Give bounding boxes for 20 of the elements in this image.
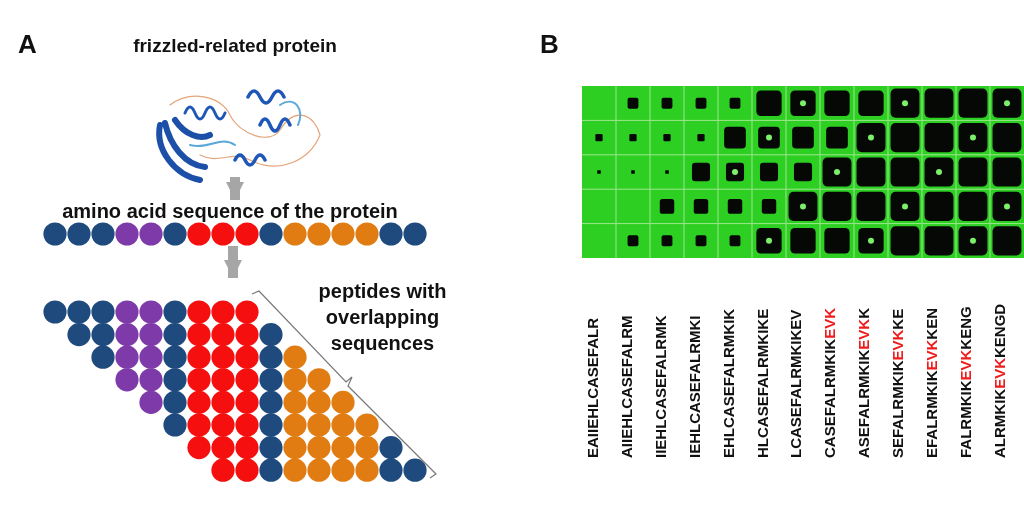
- arrow: [224, 246, 242, 278]
- panel-letter: B: [540, 30, 559, 58]
- peptide-sequence-label: CASEFALRMKIKEVK: [821, 308, 840, 458]
- panel-letter: A: [18, 30, 37, 58]
- peptide-sequence-label: ASEFALRMKIKEVKK: [855, 307, 874, 458]
- node-title: amino acid sequence of the protein: [61, 200, 399, 222]
- arrow: [226, 177, 244, 200]
- peptide-sequence-label: IIEHLCASEFALRMK: [651, 315, 670, 458]
- node-title: frizzled-related protein: [132, 35, 338, 57]
- peptide-sequence-label: EHLCASEFALRMKIK: [719, 308, 738, 458]
- peptide-sequence-label: HLCASEFALRMKIKE: [753, 308, 772, 458]
- node-title: peptides with overlapping sequences: [317, 279, 448, 356]
- peptide-sequence-label: SEFALRMKIKEVKKE: [889, 308, 908, 458]
- peptide-sequence-label: LCASEFALRMKIKEV: [787, 309, 806, 458]
- peptide-sequence-label: EAIIEHLCASEFALR: [584, 318, 602, 458]
- peptide-sequence-label: AIIEHLCASEFALRM: [617, 315, 636, 458]
- peptide-sequence-label: ALRMKIKEVKKENGD: [990, 303, 1009, 458]
- peptide-sequence-label: FALRMKIKEVKKENG: [956, 306, 975, 458]
- peptide-sequence-label: EFALRMKIKEVKKEN: [923, 308, 941, 458]
- peptide-sequence-label: IEHLCASEFALRMKI: [685, 315, 704, 458]
